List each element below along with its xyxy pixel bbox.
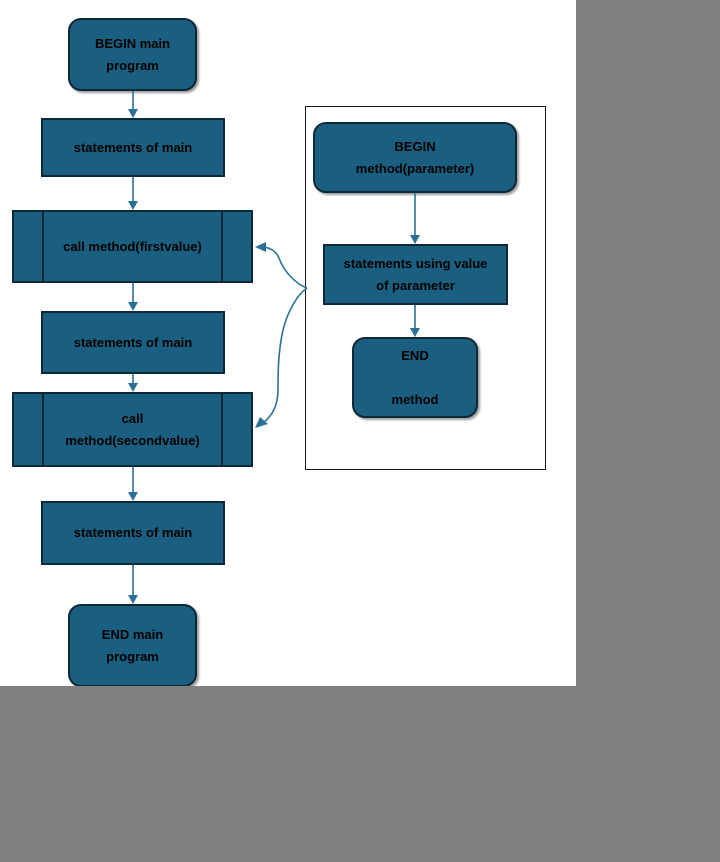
arrowhead-2 (128, 201, 138, 210)
arrowhead-5 (128, 492, 138, 501)
arrowhead-4 (128, 383, 138, 392)
node-begin-main: BEGIN main program (68, 18, 197, 91)
node-method-statements: statements using value of parameter (323, 244, 508, 305)
node-call-second: call method(secondvalue) (12, 392, 253, 467)
node-end-main: END main program (68, 604, 197, 686)
node-call-second-label: call method(secondvalue) (65, 410, 200, 448)
node-call-first-label: call method(firstvalue) (63, 238, 202, 254)
node-statements-main-1-label: statements of main (73, 139, 193, 155)
node-statements-main-3: statements of main (41, 501, 225, 565)
node-end-main-label: END main program (101, 626, 164, 664)
call-link-arrow-lower (262, 287, 308, 424)
node-call-first: call method(firstvalue) (12, 210, 253, 283)
call-link-arrow-upper (263, 246, 308, 289)
arrowhead-call1 (255, 242, 266, 252)
node-begin-main-label: BEGIN main program (94, 35, 171, 73)
node-begin-method-label: BEGIN method(parameter) (355, 138, 475, 176)
arrowhead-6 (128, 595, 138, 604)
node-begin-method: BEGIN method(parameter) (313, 122, 517, 193)
arrowhead-1 (128, 109, 138, 118)
node-statements-main-1: statements of main (41, 118, 225, 177)
document-canvas: BEGIN main program statements of main ca… (0, 0, 576, 686)
node-method-statements-label: statements using value of parameter (343, 255, 488, 293)
node-end-method: END method (352, 337, 478, 418)
node-statements-main-2-label: statements of main (73, 334, 193, 350)
node-end-method-label: END method (391, 347, 439, 407)
arrowhead-3 (128, 302, 138, 311)
arrowhead-call2 (255, 417, 268, 428)
node-statements-main-2: statements of main (41, 311, 225, 374)
node-statements-main-3-label: statements of main (73, 525, 193, 540)
